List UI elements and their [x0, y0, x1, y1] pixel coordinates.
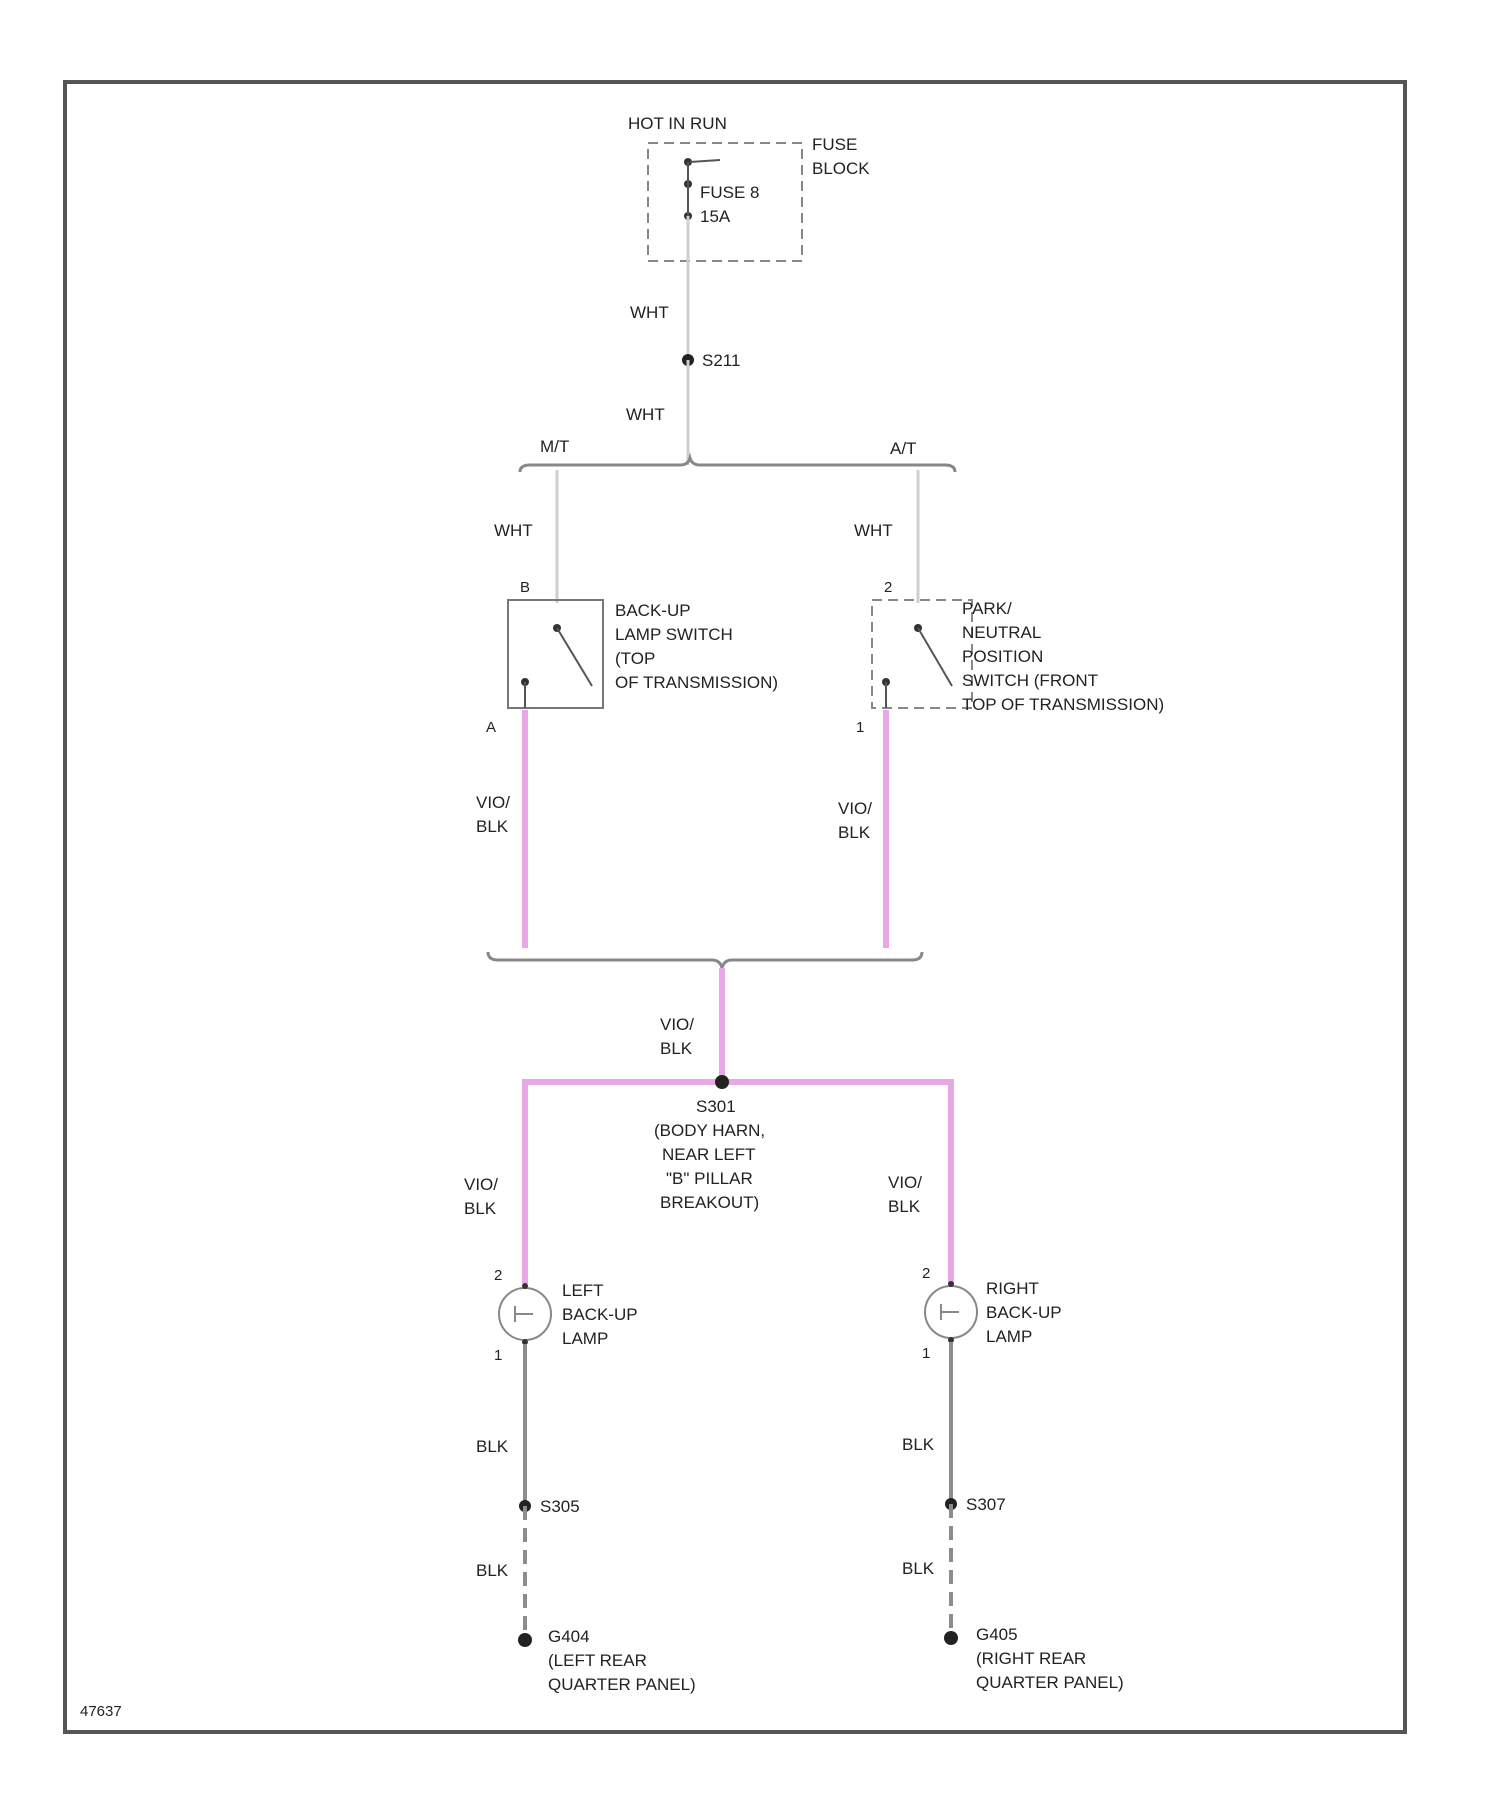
wire-label-wht-at: WHT [854, 521, 893, 540]
backup-switch-label-3: (TOP [615, 649, 655, 668]
branch-label-mt: M/T [540, 437, 569, 456]
figure-code: 47637 [80, 1703, 122, 1720]
left-lamp-label-1: LEFT [562, 1281, 604, 1300]
fuse-block [648, 143, 802, 261]
ground-g405-desc-1: (RIGHT REAR [976, 1649, 1086, 1668]
left-lamp-pin-1: 1 [494, 1347, 502, 1364]
right-lamp-pin-1: 1 [922, 1345, 930, 1362]
splice-s301-desc-2: NEAR LEFT [662, 1145, 756, 1164]
wire-label-vio-c-1: VIO/ [660, 1015, 694, 1034]
pn-switch-label-3: POSITION [962, 647, 1043, 666]
park-neutral-switch [872, 600, 972, 708]
splice-s307-label: S307 [966, 1495, 1006, 1514]
ground-g405-label: G405 [976, 1625, 1018, 1644]
fuse-label-1: FUSE 8 [700, 183, 760, 202]
wire-label-vio-e-1: VIO/ [888, 1173, 922, 1192]
fuse-bar [690, 160, 720, 162]
wire-label-vio-e-2: BLK [888, 1197, 921, 1216]
pn-switch-blade [918, 628, 952, 686]
wire-label-blk-r2: BLK [902, 1559, 935, 1578]
right-lamp-label-2: BACK-UP [986, 1303, 1062, 1322]
power-source-label: HOT IN RUN [628, 114, 727, 133]
wire-label-blk-l1: BLK [476, 1437, 509, 1456]
splice-s301-dot [715, 1075, 729, 1089]
pn-switch-label-4: SWITCH (FRONT [962, 671, 1098, 690]
backup-switch-pin-b: B [520, 579, 530, 596]
ground-g404-desc-2: QUARTER PANEL) [548, 1675, 696, 1694]
ground-g404-desc-1: (LEFT REAR [548, 1651, 647, 1670]
wire-label-blk-l2: BLK [476, 1561, 509, 1580]
backup-switch-pin-a: A [486, 719, 496, 736]
right-lamp-label-3: LAMP [986, 1327, 1032, 1346]
backup-switch-label-4: OF TRANSMISSION) [615, 673, 778, 692]
right-lamp-pin-2: 2 [922, 1265, 930, 1282]
splice-s301-label: S301 [696, 1097, 736, 1116]
branch-bracket-top [520, 458, 955, 472]
wire-label-vio-a-1: VIO/ [476, 793, 510, 812]
wire-label-vio-d-1: VIO/ [464, 1175, 498, 1194]
ground-g405-desc-2: QUARTER PANEL) [976, 1673, 1124, 1692]
wire-label-wht-1: WHT [630, 303, 669, 322]
left-backup-lamp [499, 1283, 551, 1345]
branch-bracket-bottom [488, 952, 922, 968]
wire-label-blk-r1: BLK [902, 1435, 935, 1454]
right-lamp-label-1: RIGHT [986, 1279, 1039, 1298]
splice-s305-label: S305 [540, 1497, 580, 1516]
fuse-label-2: 15A [700, 207, 731, 226]
splice-s301-desc-3: "B" PILLAR [666, 1169, 753, 1188]
right-lamp-terminal-top [948, 1281, 954, 1287]
diagram-frame [65, 82, 1405, 1732]
left-lamp-label-3: LAMP [562, 1329, 608, 1348]
right-backup-lamp [925, 1281, 977, 1343]
left-lamp-pin-2: 2 [494, 1267, 502, 1284]
pn-switch-pin-1: 1 [856, 719, 864, 736]
ground-g405-dot [944, 1631, 958, 1645]
backup-switch-label-1: BACK-UP [615, 601, 691, 620]
splice-s301-desc-1: (BODY HARN, [654, 1121, 765, 1140]
pn-switch-label-1: PARK/ [962, 599, 1012, 618]
backup-switch-label-2: LAMP SWITCH [615, 625, 733, 644]
wire-label-wht-2: WHT [626, 405, 665, 424]
fuse-block-outline [648, 143, 802, 261]
branch-label-at: A/T [890, 439, 916, 458]
pn-switch-pin-2: 2 [884, 579, 892, 596]
splice-s211-label: S211 [702, 351, 740, 370]
wire-label-wht-mt: WHT [494, 521, 533, 540]
ground-g404-dot [518, 1633, 532, 1647]
backup-switch-box [508, 600, 603, 708]
pn-switch-label-5: TOP OF TRANSMISSION) [962, 695, 1164, 714]
ground-g404-label: G404 [548, 1627, 590, 1646]
wire-label-vio-b-1: VIO/ [838, 799, 872, 818]
backup-switch-blade [557, 628, 592, 686]
left-lamp-label-2: BACK-UP [562, 1305, 638, 1324]
wire-label-vio-c-2: BLK [660, 1039, 693, 1058]
wire-label-vio-a-2: BLK [476, 817, 509, 836]
fuse-block-label-2: BLOCK [812, 159, 870, 178]
fuse-block-label-1: FUSE [812, 135, 857, 154]
wire-label-vio-b-2: BLK [838, 823, 871, 842]
wire-label-vio-d-2: BLK [464, 1199, 497, 1218]
left-lamp-terminal-top [522, 1283, 528, 1289]
backup-lamp-switch [508, 600, 603, 708]
splice-s301-desc-4: BREAKOUT) [660, 1193, 759, 1212]
pn-switch-label-2: NEUTRAL [962, 623, 1041, 642]
